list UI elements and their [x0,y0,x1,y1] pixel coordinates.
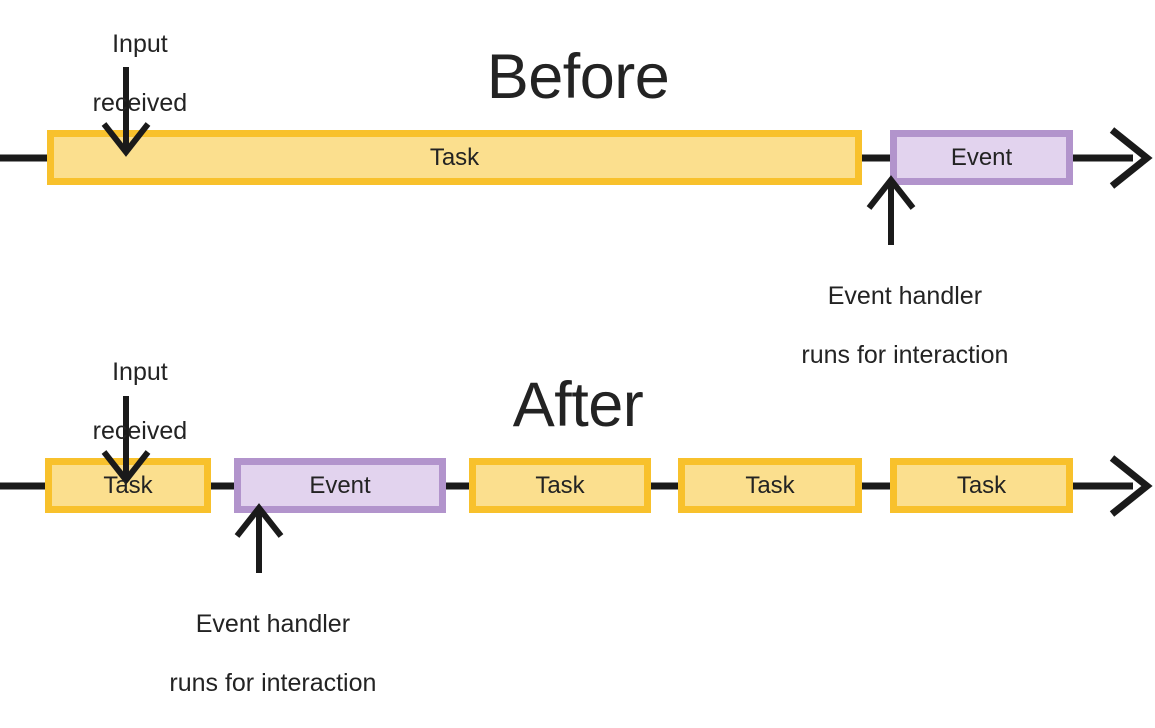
after-section-title: After [512,370,644,440]
input-received-arrowhead-before [101,122,151,157]
after-event-handler-label: Event handler runs for interaction [59,580,459,728]
after-task-block-3[interactable] [678,458,862,513]
event-handler-arrowhead-after [234,503,284,538]
before-input-received-line1: Input [112,29,168,58]
after-input-received-label: Input received [26,328,226,476]
after-input-received-line2: received [92,416,188,445]
input-received-arrowhead-after [101,450,151,485]
diagram-canvas: Before Input received Event handler runs… [0,0,1153,697]
before-event-handler-line1: Event handler [827,281,983,310]
after-event-handler-line2: runs for interaction [169,668,377,697]
before-event-block[interactable] [890,130,1073,185]
before-event-handler-label: Event handler runs for interaction [691,252,1091,400]
timeline-arrowhead-after [1109,455,1153,517]
after-task-block-4[interactable] [890,458,1073,513]
timeline-arrowhead-before [1109,127,1153,189]
event-handler-arrowhead-before [866,175,916,210]
before-event-handler-line2: runs for interaction [801,340,1009,369]
before-task-block[interactable] [47,130,862,185]
after-event-block[interactable] [234,458,446,513]
before-row [0,67,1153,245]
after-event-handler-line1: Event handler [195,609,351,638]
before-input-received-label: Input received [26,0,226,148]
after-row [0,396,1153,573]
before-input-received-line2: received [92,88,188,117]
after-input-received-line1: Input [112,357,168,386]
after-task-block-2[interactable] [469,458,651,513]
diagram-graphics [0,67,1153,573]
before-section-title: Before [486,42,670,112]
